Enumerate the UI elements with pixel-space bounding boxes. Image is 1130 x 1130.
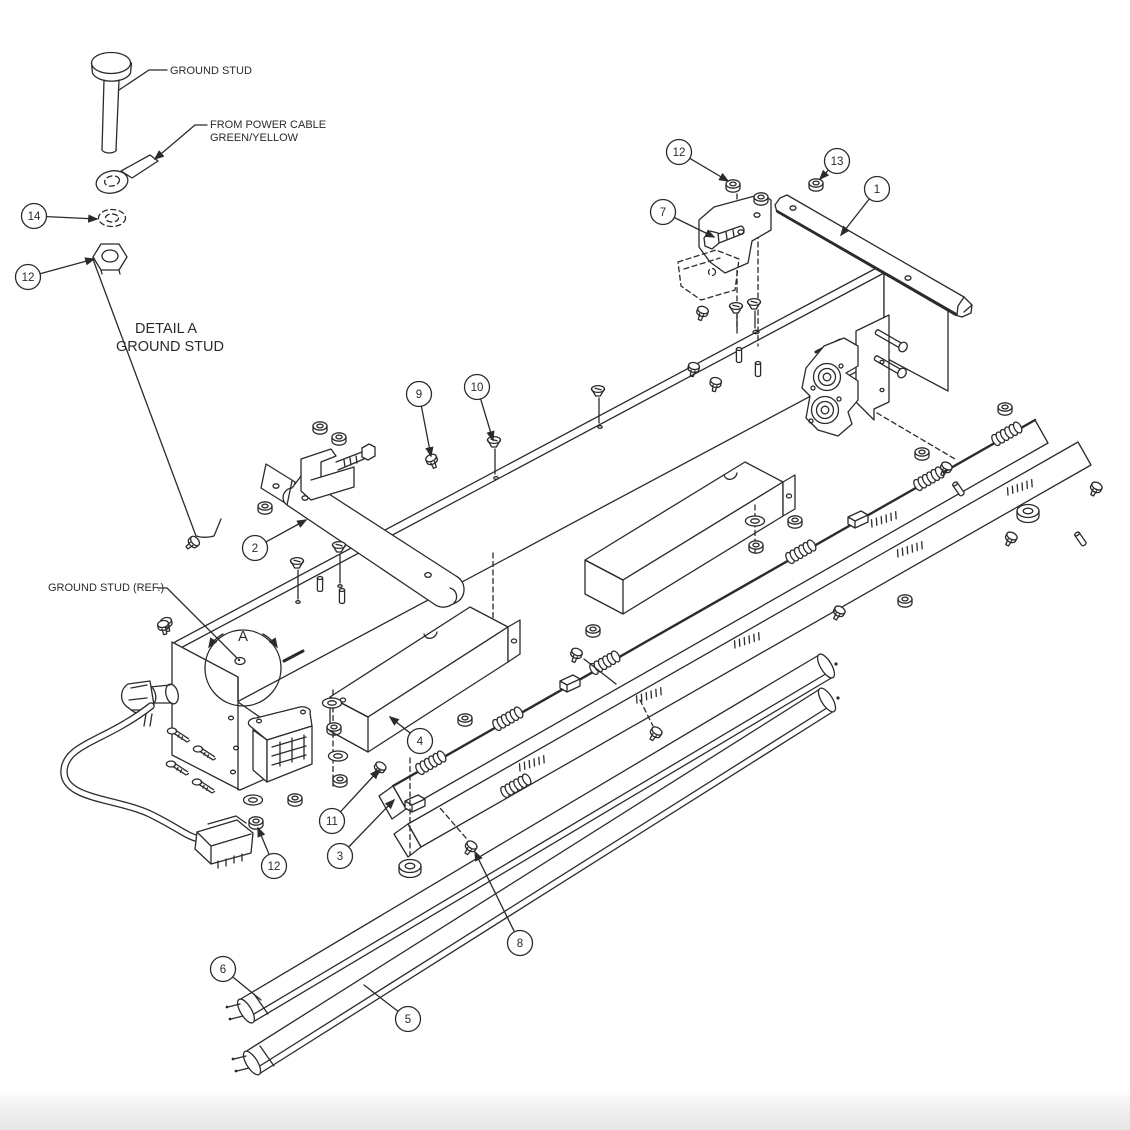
callout-balloon-5-4: 5 (363, 984, 422, 1033)
callout-balloon-9-8: 9 (405, 380, 434, 458)
label-power-cable-line2: GREEN/YELLOW (210, 132, 299, 144)
callout-leader-line (339, 768, 381, 813)
callout-leader-line (388, 716, 411, 734)
callout-number: 13 (831, 156, 844, 168)
hex-nut-part (92, 243, 222, 538)
callout-number: 12 (268, 861, 281, 873)
lamp-channel-front (321, 606, 521, 788)
callout-circle (318, 807, 346, 835)
callout-leader-line (420, 405, 434, 458)
callout-balloon-14-13: 14 (20, 202, 99, 230)
callout-number: 4 (417, 736, 424, 748)
callout-balloon-12-15: 12 (257, 826, 288, 880)
callout-circle (649, 198, 677, 226)
detail-a-assembly (90, 51, 222, 538)
fluorescent-tube-6 (225, 653, 838, 1024)
callout-number: 6 (220, 964, 226, 976)
power-cable-assembly (60, 702, 254, 869)
callout-balloon-8-7: 8 (474, 850, 534, 957)
callout-circle (326, 842, 354, 870)
lampholder-rail-back (378, 418, 1049, 820)
callout-circle (241, 534, 269, 562)
label-ground-stud: GROUND STUD (170, 65, 252, 77)
terminal-block (242, 706, 313, 830)
ring-terminal-part (95, 124, 208, 194)
callout-leader-line (45, 214, 99, 223)
chassis-fasteners-left (159, 435, 502, 634)
callout-leader-line (257, 826, 270, 856)
callout-leader-line (348, 798, 396, 848)
callout-leader-line (818, 169, 830, 181)
callout-number: 11 (326, 816, 338, 828)
callout-circle (665, 138, 693, 166)
callout-leader-line (474, 850, 516, 933)
callout-number: 8 (517, 938, 523, 950)
callout-number: 5 (405, 1014, 411, 1026)
callout-balloon-2-1: 2 (241, 519, 308, 562)
label-ground-stud-ref: GROUND STUD (REF.) (48, 582, 164, 594)
callout-balloon-12-14: 12 (14, 257, 96, 291)
callout-number: 10 (471, 382, 484, 394)
callout-balloon-3-2: 3 (326, 798, 396, 870)
callout-number: 7 (660, 207, 666, 219)
callout-leader-line (265, 519, 308, 543)
callout-number: 14 (28, 211, 41, 223)
detail-marker-a: A (238, 628, 248, 645)
rail-fasteners (370, 402, 1105, 879)
callout-leader-line (840, 198, 870, 237)
callout-number: 2 (252, 543, 258, 555)
callout-circle (506, 929, 534, 957)
callout-leader-line (689, 157, 730, 182)
callout-number: 1 (874, 184, 880, 196)
callout-balloon-4-3: 4 (388, 716, 434, 755)
callout-number: 9 (416, 389, 422, 401)
mounting-strap-part2 (260, 463, 465, 608)
detail-a-caption-line1: DETAIL A (135, 321, 197, 337)
callout-leader-line (479, 398, 495, 442)
lamp-channel-back (584, 461, 796, 638)
callout-leader-line (363, 984, 399, 1013)
mounting-strap-part1 (774, 194, 973, 318)
chassis-top-screws (590, 297, 762, 429)
callout-circle (823, 147, 851, 175)
callout-balloon-13-12: 13 (818, 147, 851, 181)
callout-circle (405, 380, 433, 408)
callout-circle (14, 263, 42, 291)
callout-balloon-12-11: 12 (665, 138, 730, 182)
callout-circle (260, 852, 288, 880)
callout-circle (394, 1005, 422, 1033)
detail-a-caption-line2: GROUND STUD (116, 339, 224, 355)
mounting-bracket-part7 (677, 178, 824, 378)
ground-stud-part (90, 51, 168, 154)
page-footer-shade (0, 1092, 1130, 1130)
callout-circle (863, 175, 891, 203)
callout-leader-line (39, 257, 96, 275)
label-power-cable-line1: FROM POWER CABLE (210, 119, 326, 131)
lamp-socket-assembly (801, 314, 908, 437)
lampholder-rail-front (393, 441, 1092, 858)
callout-circle (209, 955, 237, 983)
detail-circle-a (157, 587, 282, 707)
callout-balloon-1-0: 1 (840, 175, 891, 237)
callout-number: 12 (673, 147, 686, 159)
callout-balloon-10-9: 10 (463, 373, 495, 442)
callout-leader-line (673, 216, 716, 238)
lock-washer-part (97, 208, 127, 228)
callout-number: 3 (337, 851, 343, 863)
callout-leader-line (232, 976, 262, 1001)
callout-circle (406, 727, 434, 755)
callout-number: 12 (22, 272, 35, 284)
callout-balloon-11-10: 11 (318, 768, 381, 835)
fluorescent-tube-5 (231, 687, 840, 1076)
callout-balloon-6-5: 6 (209, 955, 262, 1001)
callout-circle (20, 202, 48, 230)
clamp-bracket (257, 421, 376, 515)
callout-circle (463, 373, 491, 401)
callout-balloon-7-6: 7 (649, 198, 716, 238)
